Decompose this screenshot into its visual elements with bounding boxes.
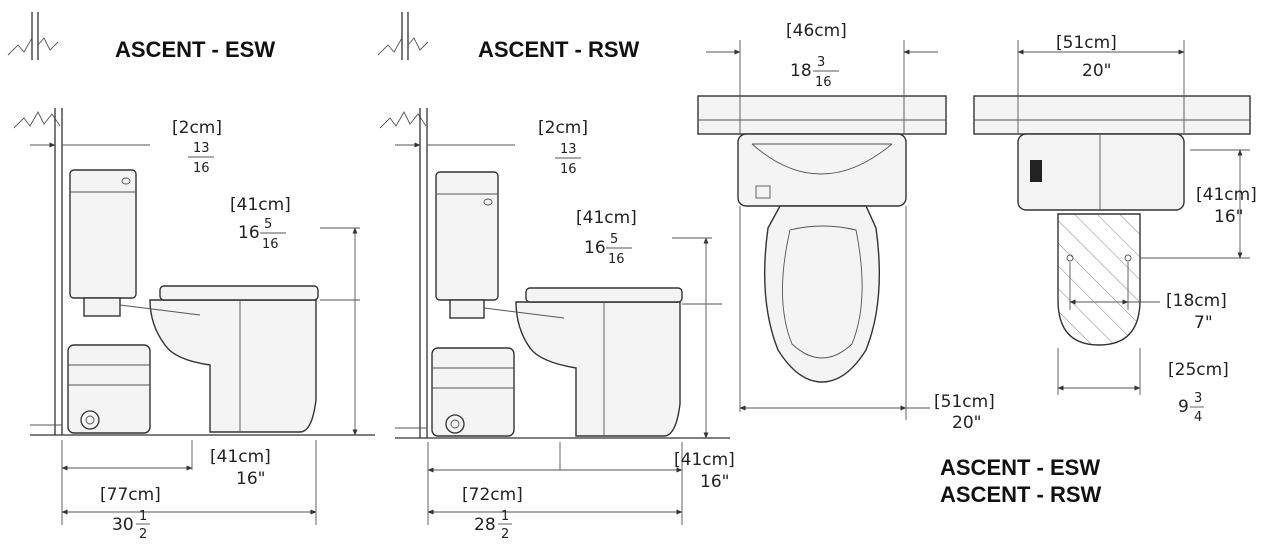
esw-height-den: 16 [262, 237, 279, 252]
fp-bolt-in: 7" [1194, 313, 1213, 333]
esw-depth-cm: [77cm] [100, 485, 161, 505]
title-top-rsw: ASCENT - RSW [940, 482, 1102, 507]
fp-bolt-cm: [18cm] [1166, 291, 1227, 311]
esw-depth-whole: 30 [112, 515, 134, 535]
rsw-depth-den: 2 [501, 527, 509, 542]
fp-depth-in: 16" [1214, 207, 1243, 227]
fp-depth-cm: [41cm] [1196, 185, 1257, 205]
esw-side-view [13, 108, 375, 525]
esw-height-num: 5 [264, 217, 272, 232]
rsw-wall-gap-cm: [2cm] [538, 118, 588, 138]
fp-width-cm: [51cm] [1056, 33, 1117, 53]
rsw-wall-gap-den: 16 [560, 162, 577, 177]
esw-wall-gap-den: 16 [193, 161, 210, 176]
fp-base-whole: 9 [1178, 397, 1189, 417]
esw-height-cm: [41cm] [230, 195, 291, 215]
esw-wall-gap-cm: [2cm] [172, 118, 222, 138]
title-esw-side: ASCENT - ESW [115, 37, 275, 62]
top-view [697, 40, 947, 420]
rsw-depth-whole: 28 [474, 515, 496, 535]
rsw-height-num: 5 [610, 232, 618, 247]
top-width-cm: [46cm] [786, 21, 847, 41]
esw-wall-gap-num: 13 [193, 141, 210, 156]
esw-height-whole: 16 [238, 223, 260, 243]
top-width-whole: 18 [790, 61, 812, 81]
top-bottom-in: 20" [952, 413, 981, 433]
rsw-height-den: 16 [608, 252, 625, 267]
wall-icon-rsw [377, 12, 429, 60]
fp-base-den: 4 [1194, 410, 1202, 425]
fp-width-in: 20" [1082, 61, 1111, 81]
top-width-num: 3 [817, 55, 825, 70]
rsw-side-view [379, 108, 730, 525]
title-rsw-side: ASCENT - RSW [478, 37, 640, 62]
rsw-wall-gap-num: 13 [560, 142, 577, 157]
esw-rough-in: 16" [236, 469, 265, 489]
fp-base-cm: [25cm] [1168, 360, 1229, 380]
footprint-view [973, 40, 1251, 395]
rsw-depth-num: 1 [501, 509, 509, 524]
rsw-rough-cm: [41cm] [674, 450, 735, 470]
rsw-height-cm: [41cm] [576, 208, 637, 228]
fp-base-num: 3 [1194, 391, 1202, 406]
top-bottom-cm: [51cm] [934, 392, 995, 412]
rsw-rough-in: 16" [700, 472, 729, 492]
esw-rough-cm: [41cm] [210, 447, 271, 467]
top-width-den: 16 [815, 75, 832, 90]
esw-depth-num: 1 [139, 509, 147, 524]
title-top-esw: ASCENT - ESW [940, 455, 1100, 480]
wall-icon-esw [7, 12, 59, 60]
rsw-depth-cm: [72cm] [462, 485, 523, 505]
esw-depth-den: 2 [139, 527, 147, 542]
rsw-height-whole: 16 [584, 238, 606, 258]
